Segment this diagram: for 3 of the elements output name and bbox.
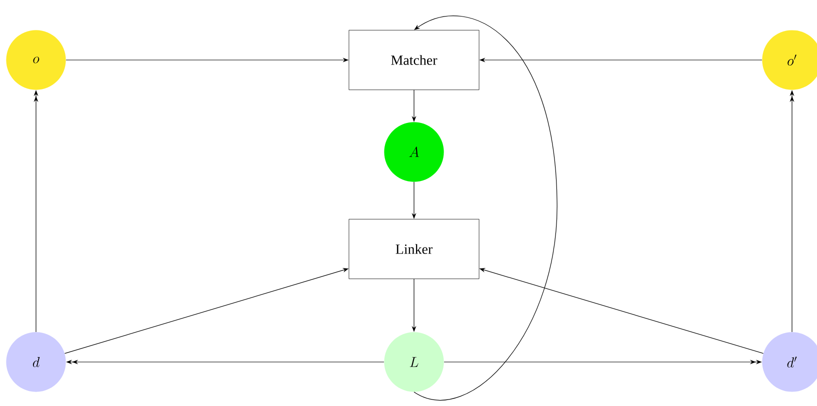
process-box: Linker bbox=[348, 218, 480, 280]
process-box: Matcher bbox=[348, 30, 480, 90]
arrow bbox=[414, 16, 558, 400]
